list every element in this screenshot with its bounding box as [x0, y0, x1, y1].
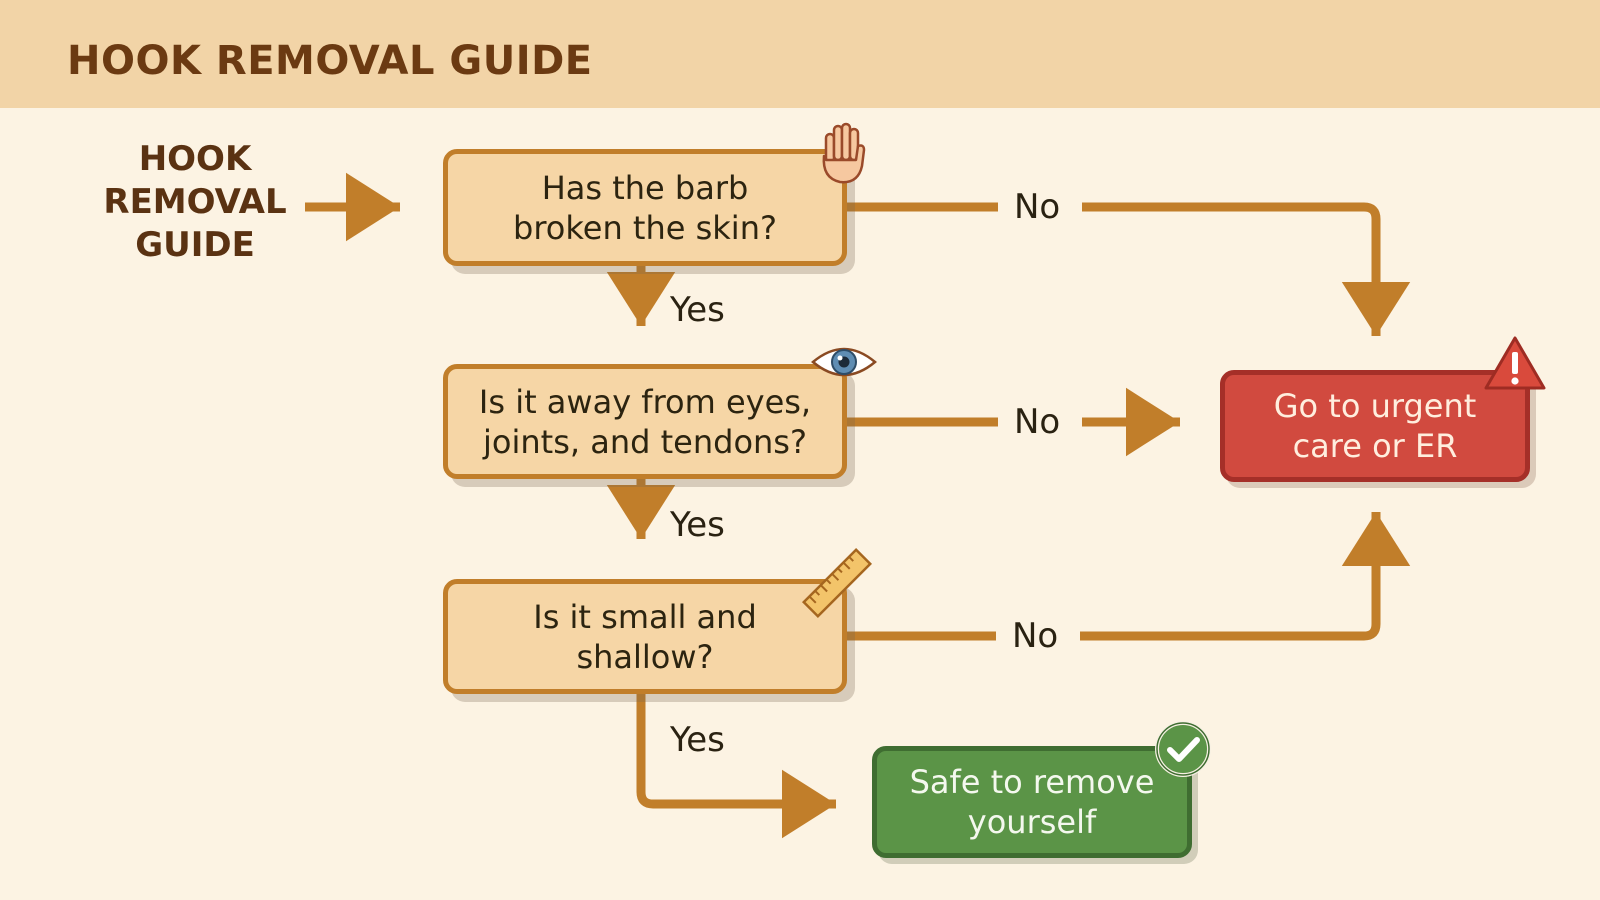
edge-label-no: No [1014, 187, 1061, 227]
question-line: joints, and tendons? [483, 422, 807, 461]
arrow-q1-no [1082, 202, 1411, 336]
arrow-q3-no [1080, 512, 1411, 641]
page-title: HOOK REMOVAL GUIDE [67, 38, 593, 84]
question-line: Has the barb [541, 168, 749, 207]
start-label-line: REMOVAL [103, 182, 287, 222]
edge-label-yes: Yes [670, 720, 725, 760]
arrow-q3-yes [636, 694, 836, 839]
start-label: HOOK REMOVAL GUIDE [95, 138, 295, 267]
outcome-safe-to-remove: Safe to remove yourself [872, 746, 1192, 858]
start-label-line: GUIDE [135, 225, 255, 265]
ruler-icon [801, 547, 873, 619]
question-line: Is it small and [533, 597, 757, 636]
checkmark-icon [1155, 721, 1211, 777]
outcome-line: yourself [967, 803, 1097, 841]
header-bar: HOOK REMOVAL GUIDE [0, 0, 1600, 108]
edge-label-no: No [1014, 402, 1061, 442]
edge-label-yes: Yes [670, 290, 725, 330]
question-line: shallow? [576, 637, 714, 676]
question-away-from-eyes: Is it away from eyes, joints, and tendon… [443, 364, 847, 479]
outcome-urgent-care: Go to urgent care or ER [1220, 370, 1530, 482]
warning-icon [1484, 336, 1546, 390]
outcome-line: care or ER [1292, 427, 1458, 465]
question-line: broken the skin? [513, 208, 777, 247]
raised-hand-icon [822, 122, 866, 184]
question-small-shallow: Is it small and shallow? [443, 579, 847, 694]
question-barb-broken-skin: Has the barb broken the skin? [443, 149, 847, 266]
outcome-line: Go to urgent [1273, 387, 1477, 425]
edge-label-yes: Yes [670, 505, 725, 545]
question-line: Is it away from eyes, [478, 382, 812, 421]
edge-label-no: No [1012, 616, 1059, 656]
start-label-line: HOOK [138, 139, 252, 179]
eye-icon [811, 347, 877, 377]
outcome-line: Safe to remove [909, 763, 1155, 801]
